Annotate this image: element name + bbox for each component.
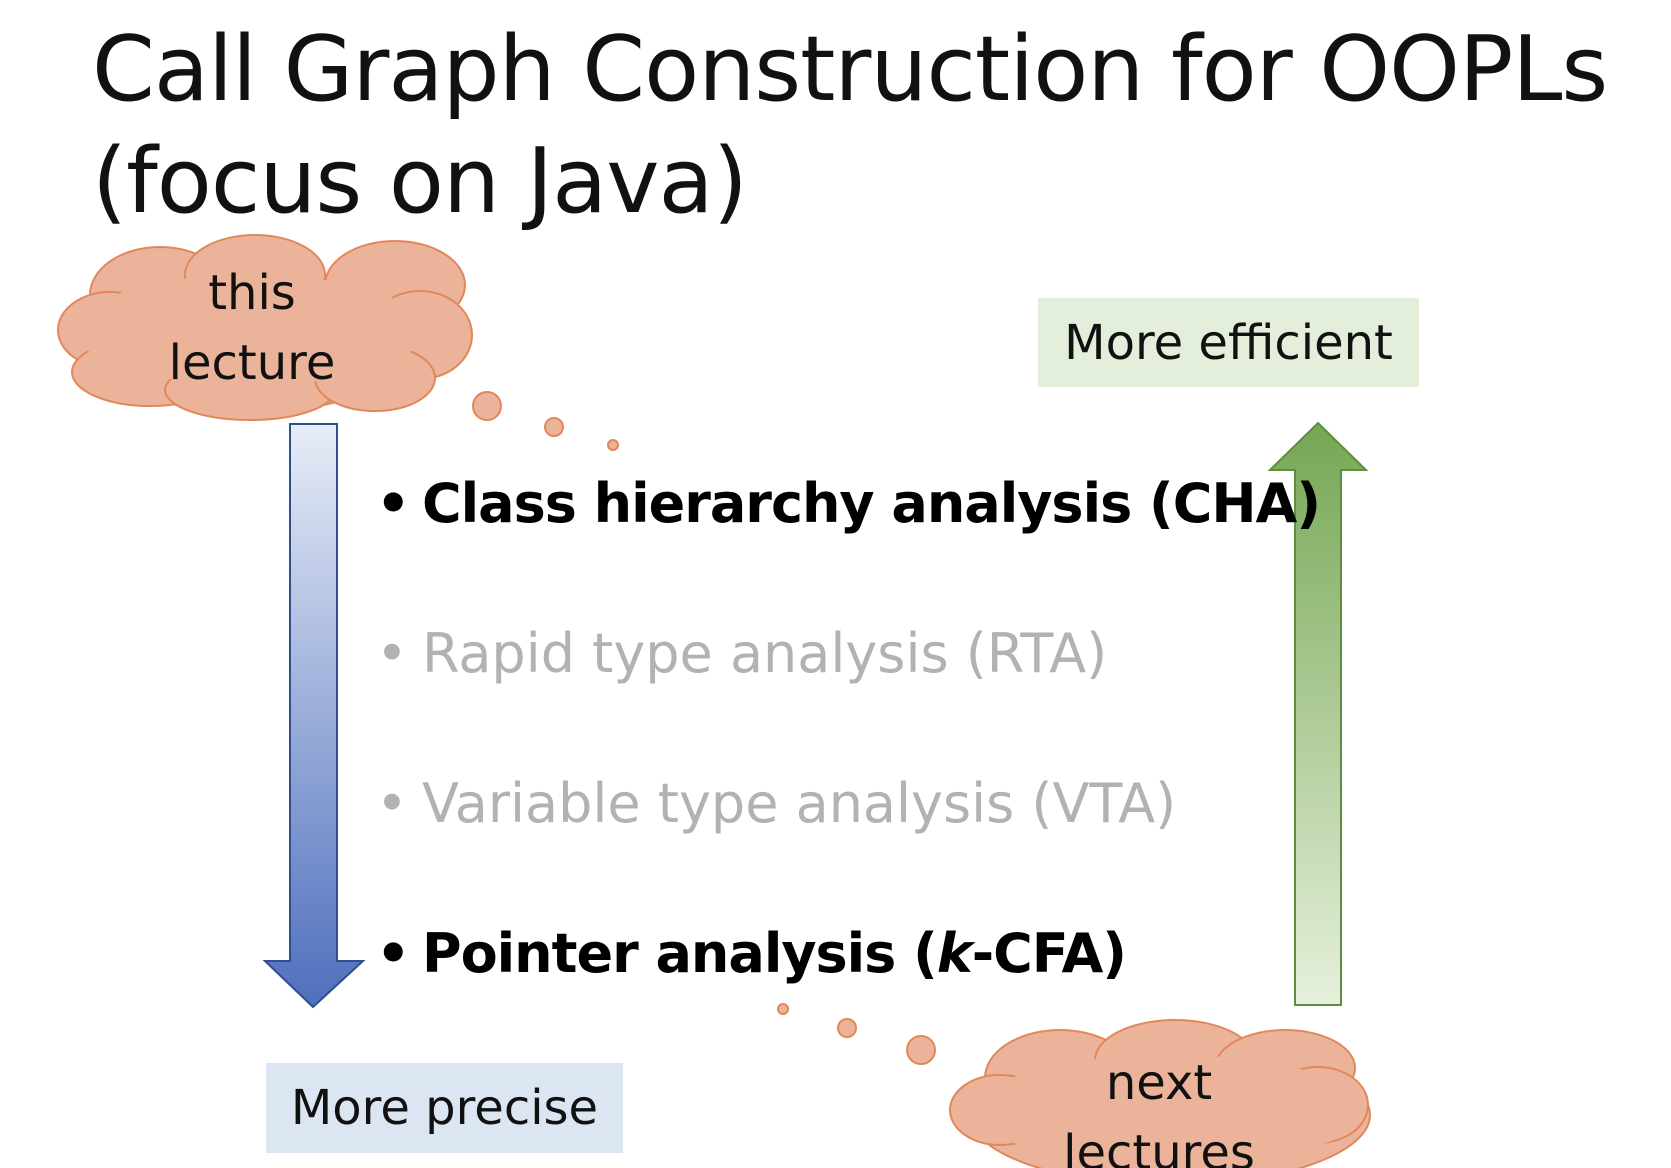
bullet-vta: •Variable type analysis (VTA)	[376, 772, 1176, 836]
bullet-rta: •Rapid type analysis (RTA)	[376, 622, 1107, 686]
slide-title: Call Graph Construction for OOPLs (focus…	[92, 14, 1652, 238]
cloud-bottom-fill	[975, 1055, 1365, 1165]
bullet-cha: •Class hierarchy analysis (CHA)	[376, 472, 1321, 536]
bullet-marker: •	[376, 772, 408, 835]
precise-arrow	[262, 423, 366, 1009]
bullet-rta-text: Rapid type analysis (RTA)	[422, 622, 1108, 685]
slide-title-line-2: (focus on Java)	[92, 129, 748, 234]
bullet-pointer-suffix: -CFA)	[971, 922, 1127, 985]
more-efficient-label: More efficient	[1064, 314, 1393, 371]
bullet-pointer-k: k	[936, 922, 973, 985]
more-precise-label: More precise	[290, 1080, 599, 1136]
thought-cloud-bottom	[949, 1019, 1371, 1168]
cloud-top-label: this lecture	[142, 258, 362, 398]
thought-bubbles-top	[472, 391, 619, 451]
cloud-top-line-2: lecture	[168, 335, 336, 391]
precise-box-bg	[266, 1063, 623, 1153]
bullet-pointer-analysis: •Pointer analysis (k-CFA)	[376, 922, 1127, 986]
cloud-bottom-line-2: lectures	[1063, 1125, 1255, 1168]
thought-bubble-medium	[837, 1018, 857, 1038]
thought-cloud-top	[57, 234, 473, 421]
thought-bubbles-bottom	[777, 1003, 936, 1065]
thought-bubble-small	[607, 439, 619, 451]
slide-title-line-1: Call Graph Construction for OOPLs	[92, 17, 1608, 122]
bullet-cha-text: Class hierarchy analysis (CHA)	[422, 472, 1321, 535]
thought-bubble-large	[906, 1035, 936, 1065]
thought-bubble-medium	[544, 417, 564, 437]
bullet-pointer-prefix: Pointer analysis (	[422, 922, 938, 985]
thought-bubble-small	[777, 1003, 789, 1015]
cloud-top-fill	[75, 275, 425, 385]
efficient-box-bg	[1038, 298, 1419, 387]
bullet-vta-text: Variable type analysis (VTA)	[422, 772, 1177, 835]
thought-bubble-large	[472, 391, 502, 421]
bullet-marker: •	[376, 622, 408, 685]
bullet-marker: •	[376, 472, 411, 535]
cloud-bottom-label: next lectures	[1034, 1048, 1284, 1168]
bullet-marker: •	[376, 922, 411, 985]
efficient-arrow	[1267, 421, 1369, 1006]
cloud-bottom-line-1: next	[1105, 1055, 1213, 1111]
cloud-top-line-1: this	[208, 265, 296, 321]
